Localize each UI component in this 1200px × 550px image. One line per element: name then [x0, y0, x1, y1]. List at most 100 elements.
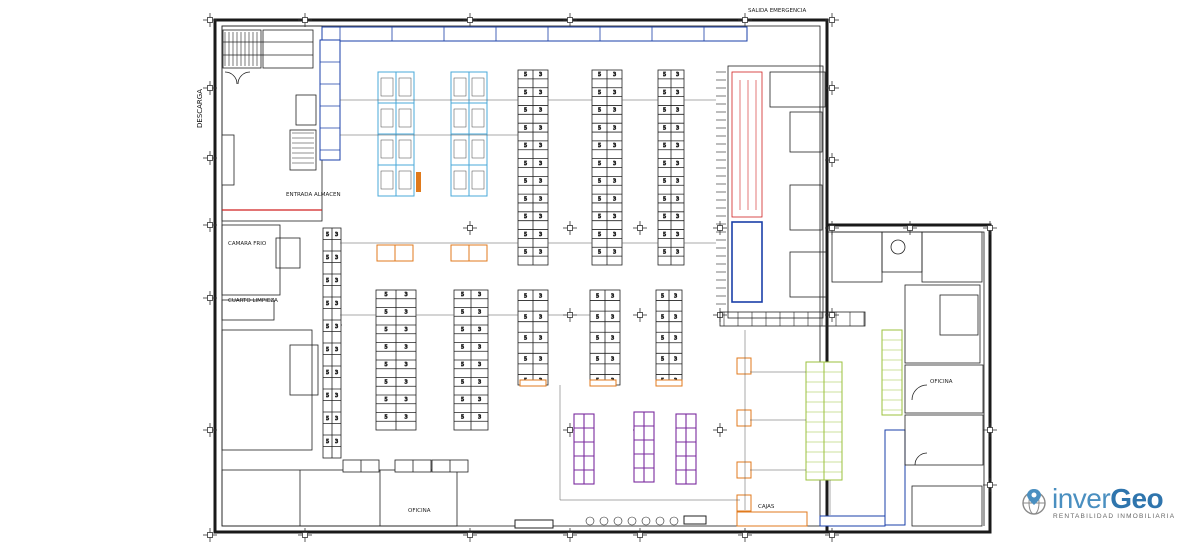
purple-unit: [675, 413, 697, 485]
rack-cell-label: 3: [539, 125, 542, 131]
rack-cell-label: 3: [478, 327, 481, 333]
column-marker: [203, 13, 217, 27]
rack-cell-label: 5: [663, 125, 666, 131]
rack-cell-label: 3: [611, 357, 614, 363]
rack-cell-label: 5: [326, 393, 329, 399]
rack-cell-label: 5: [524, 90, 527, 96]
rack-cell-label: 3: [676, 179, 679, 185]
rack-cell-label: 5: [385, 362, 388, 368]
column-square: [207, 155, 213, 161]
column-square: [829, 17, 835, 23]
column-square: [829, 85, 835, 91]
rack-cell-label: 3: [676, 196, 679, 202]
annex-rooms: [831, 231, 984, 527]
rack-cell-label: 3: [674, 357, 677, 363]
column-square: [829, 157, 835, 163]
rack-cell-label: 3: [676, 161, 679, 167]
rack-cell-label: 5: [598, 179, 601, 185]
rack-cell-label: 5: [524, 143, 527, 149]
rack-cell-label: 3: [613, 125, 616, 131]
rack-cell-label: 3: [405, 415, 408, 421]
column-marker: [825, 13, 839, 27]
emergency-label: SALIDA EMERGENCIA: [748, 8, 807, 14]
rack-cell-label: 3: [676, 143, 679, 149]
rack-cell-label: 3: [539, 143, 542, 149]
rack-cell-label: 5: [524, 214, 527, 220]
rack-cell-label: 5: [524, 232, 527, 238]
right-wall-marks: [716, 71, 865, 326]
cold-rooms: [719, 65, 866, 327]
rack-cell-label: 5: [461, 310, 464, 316]
left-hatch: [224, 32, 314, 164]
rack-cell-label: 5: [598, 232, 601, 238]
rack-cell-label: 3: [335, 301, 338, 307]
cyan-bin: [398, 170, 412, 190]
column-marker: [825, 153, 839, 167]
cyan-bin: [380, 170, 394, 190]
column-square: [717, 427, 723, 433]
rack-cell-label: 5: [598, 249, 601, 255]
rack-cell-label: 5: [461, 415, 464, 421]
office-annex-label: OFICINA: [930, 379, 953, 385]
cyan-bin: [380, 108, 394, 128]
column-square: [742, 532, 748, 538]
rack-cell-label: 3: [335, 232, 338, 238]
orange-unit-frame: [736, 357, 752, 375]
orange-unit-frame: [519, 379, 547, 387]
orange-unit: [519, 379, 547, 387]
cyan-bin: [471, 77, 485, 97]
rack-cell-label: 3: [674, 293, 677, 299]
rack-cell-label: 5: [461, 380, 464, 386]
column-marker: [463, 13, 477, 27]
column-marker: [203, 423, 217, 437]
rack-cell-label: 3: [539, 249, 542, 255]
green-rack-lines: [806, 339, 902, 473]
cyan-rack: [450, 71, 488, 197]
brand-tagline: RENTABILIDAD INMOBILIARIA: [1053, 513, 1176, 520]
rack-cell-label: 3: [405, 380, 408, 386]
cold-room-label: CAMARA FRIO: [228, 241, 267, 247]
cyan-bin: [380, 139, 394, 159]
rack-cell-label: 3: [539, 196, 542, 202]
rack-cell-label: 3: [405, 397, 408, 403]
column-square: [717, 225, 723, 231]
rack-cell-label: 5: [524, 108, 527, 114]
rack-cell-label: 3: [478, 292, 481, 298]
column-square: [637, 532, 643, 538]
cleaning-label: CUARTO LIMPIEZA: [228, 298, 278, 304]
checkout-circles: [585, 516, 679, 526]
rack-cell-label: 5: [661, 315, 664, 321]
column-marker: [983, 423, 997, 437]
column-square: [207, 222, 213, 228]
cyan-bin: [471, 170, 485, 190]
cyan-rack: [377, 71, 415, 197]
rack-cell-label: 5: [385, 292, 388, 298]
rack-cell-label: 5: [385, 397, 388, 403]
checkout-stand: [655, 516, 665, 526]
rack-cell-label: 3: [335, 416, 338, 422]
column-marker: [633, 528, 647, 542]
invergeo-logo: inverGeo RENTABILIDAD INMOBILIARIA: [1020, 484, 1195, 522]
rack-cell-label: 5: [385, 415, 388, 421]
column-square: [567, 532, 573, 538]
orange-unit: [376, 244, 414, 262]
column-marker: [738, 528, 752, 542]
column-square: [987, 482, 993, 488]
rack-cell-label: 3: [676, 249, 679, 255]
checkout-stand: [585, 516, 595, 526]
rack-cell-label: 5: [326, 370, 329, 376]
column-marker: [825, 81, 839, 95]
outer-walls: [213, 18, 992, 534]
rack-cell-label: 3: [539, 108, 542, 114]
rack-cell-label: 5: [326, 301, 329, 307]
rack-cell-label: 3: [611, 315, 614, 321]
cyan-bin: [398, 77, 412, 97]
orange-unit: [736, 357, 752, 375]
column-square: [829, 312, 835, 318]
